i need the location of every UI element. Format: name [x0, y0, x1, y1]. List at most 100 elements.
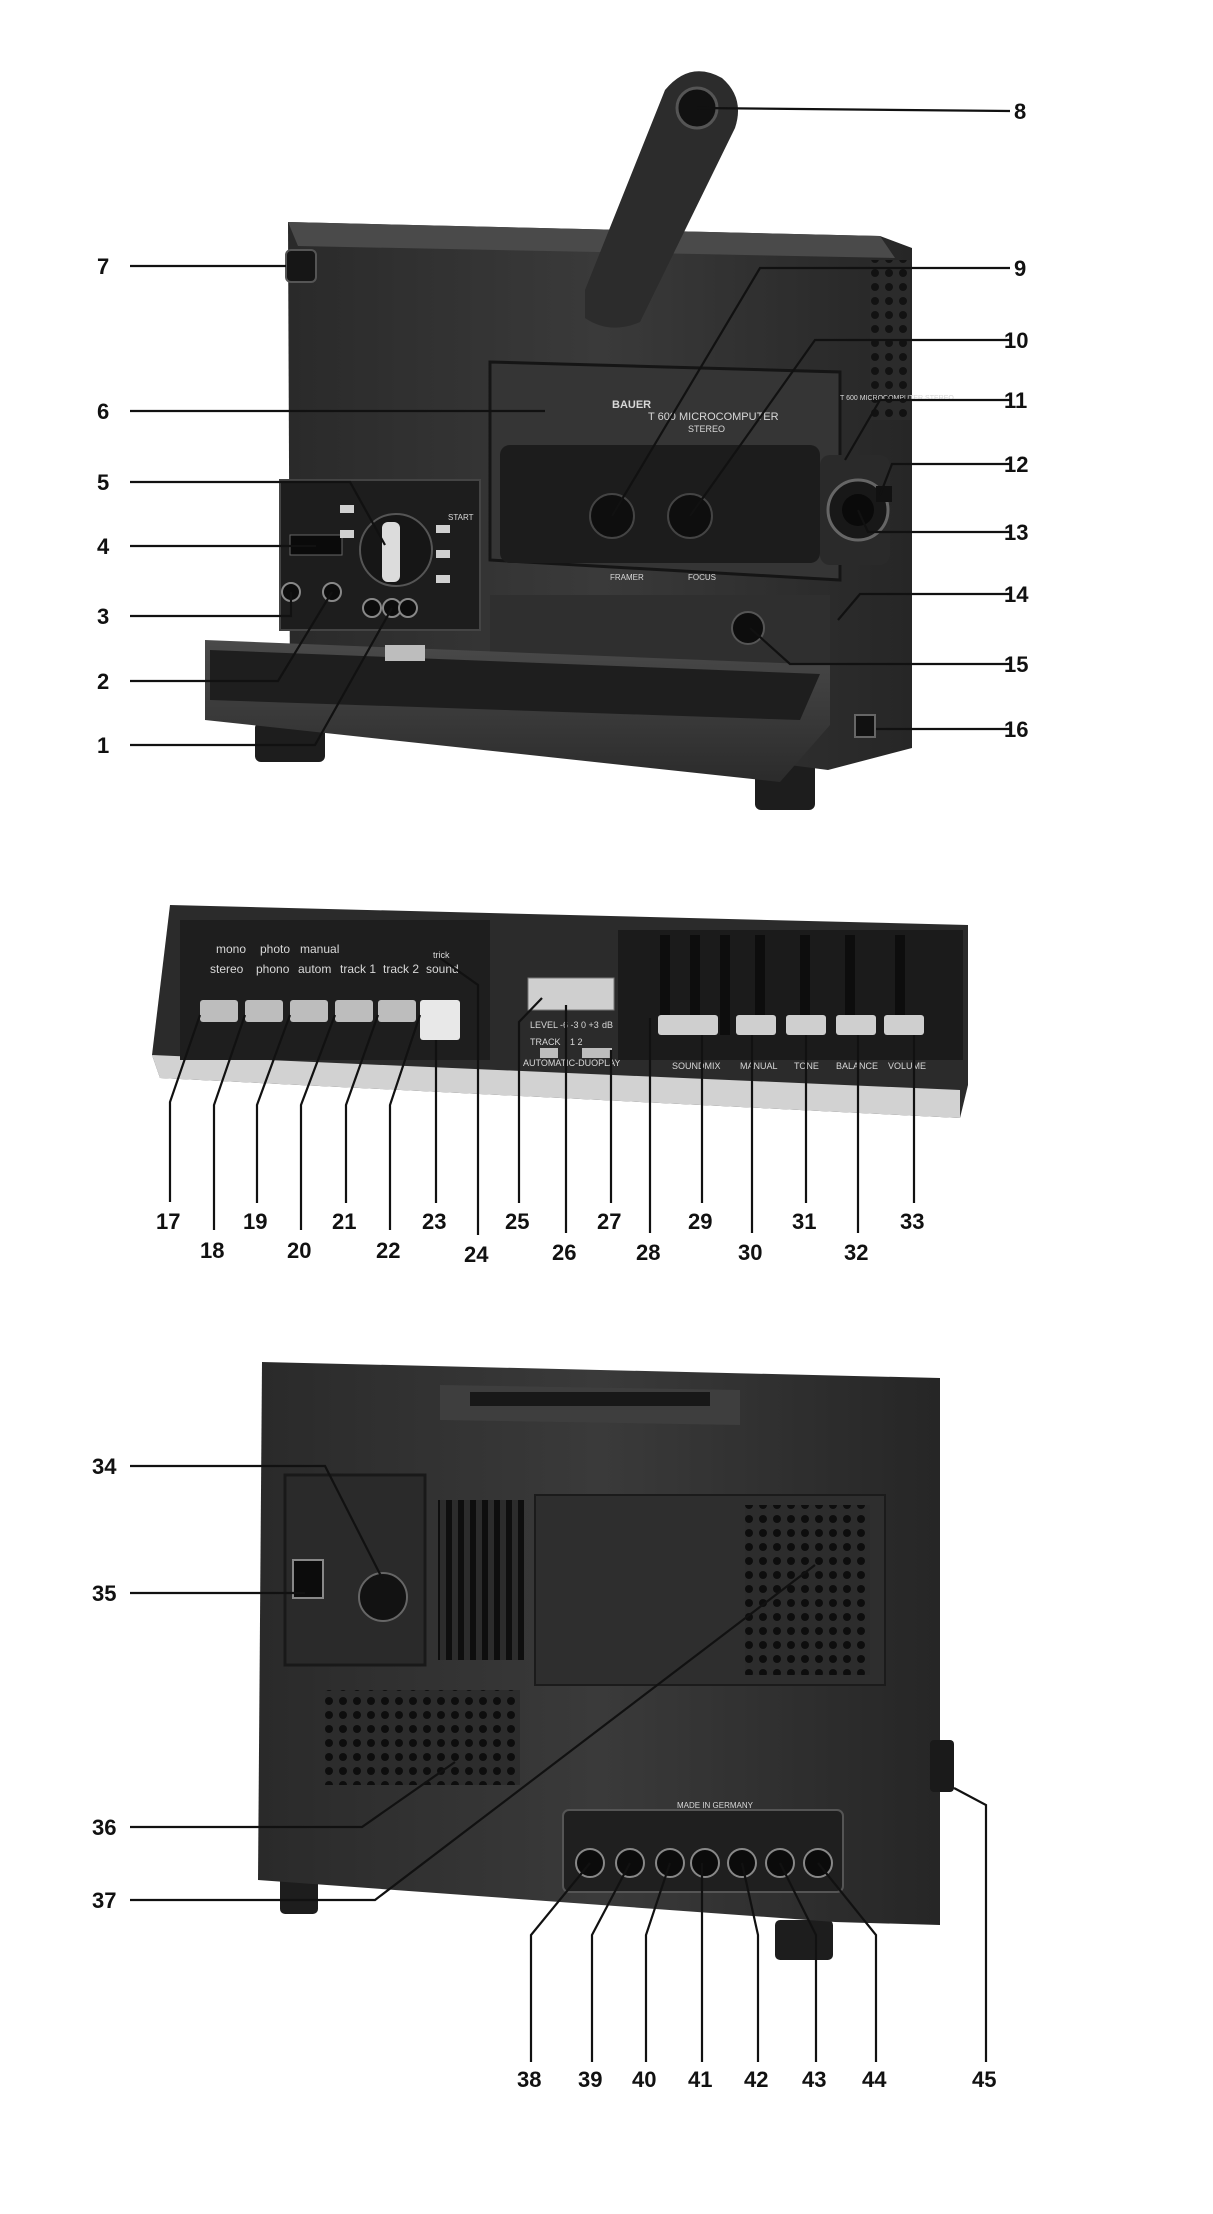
slider-tone: [786, 1015, 826, 1035]
leader-9: [611, 266, 1010, 517]
program-phono: phono: [256, 962, 290, 976]
callout-43: 43: [802, 2067, 826, 2092]
callout-2: 2: [97, 669, 109, 694]
callout-1: 1: [97, 733, 109, 758]
socket-41: [690, 1848, 720, 1878]
leader-5: [130, 480, 386, 546]
leader-3: [130, 592, 293, 618]
reel-arm: [585, 71, 739, 328]
callout-11: 11: [1004, 388, 1027, 413]
callout-13: 13: [1004, 520, 1028, 545]
program-button-2: [245, 1000, 283, 1022]
rear-side-switch: [930, 1740, 954, 1792]
program-button-4: [335, 1000, 373, 1022]
upper-speaker-grille: [745, 1505, 870, 1675]
model-label: T 600 MICROCOMPUTER: [648, 411, 779, 423]
slider-manual: [736, 1015, 776, 1035]
indicator-lamp-5: [436, 575, 450, 583]
scale-7: [895, 935, 905, 1035]
leader-11: [844, 398, 1010, 461]
callout-8: 8: [1014, 99, 1026, 124]
level-display: [527, 977, 615, 1011]
leader-8: [696, 106, 1011, 113]
panel-lip: [152, 1055, 960, 1118]
indicator-lamp-2: [340, 530, 354, 538]
leader-40: [644, 1862, 672, 2062]
leader-15: [749, 627, 1010, 666]
mixer-section: [618, 930, 963, 1060]
callout-7: 7: [97, 254, 109, 279]
leader-19: [255, 1014, 292, 1203]
leader-38: [529, 1862, 591, 2062]
front-foot-left: [255, 722, 325, 762]
callout-39: 39: [578, 2067, 602, 2092]
callout-33: 33: [900, 1209, 924, 1234]
variant-label: STEREO: [688, 424, 725, 434]
callout-6: 6: [97, 399, 109, 424]
manual-label: MANUAL: [740, 1061, 778, 1071]
callout-37: 37: [92, 1888, 116, 1913]
rear-handle-slot: [470, 1392, 710, 1406]
lower-speaker-grille: [325, 1690, 520, 1785]
callout-20: 20: [287, 1238, 311, 1263]
program-stereo: stereo: [210, 962, 244, 976]
callout-18: 18: [200, 1238, 224, 1263]
callout-28: 28: [636, 1240, 660, 1265]
side-knob: [285, 249, 317, 283]
power-switch: [854, 714, 876, 738]
leader-24: [439, 957, 480, 1235]
framer-label: FRAMER: [610, 573, 644, 582]
leader-21: [344, 1014, 380, 1203]
leader-42: [740, 1862, 760, 2062]
callout-15: 15: [1004, 652, 1028, 677]
leader-22: [388, 1014, 422, 1230]
lens-lever: [876, 486, 892, 502]
program-button-1: [200, 1000, 238, 1022]
callout-44: 44: [862, 2067, 887, 2092]
callout-42: 42: [744, 2067, 768, 2092]
leader-43: [779, 1862, 818, 2062]
tray-highlight-button: [385, 645, 425, 661]
callout-30: 30: [738, 1240, 762, 1265]
leader-lines: [130, 106, 1011, 2062]
scale-3: [720, 935, 730, 1035]
control-panel-view: mono photo manual trick stereo phono aut…: [152, 905, 968, 1118]
leader-2: [130, 591, 333, 683]
program-manual: manual: [300, 942, 339, 956]
callout-23: 23: [422, 1209, 446, 1234]
leader-25: [517, 997, 543, 1203]
lens-panel: [500, 445, 820, 563]
callout-41: 41: [688, 2067, 712, 2092]
callout-10: 10: [1004, 328, 1028, 353]
program-track-1: track 1: [340, 962, 376, 976]
indicator-lamp-1: [340, 505, 354, 513]
jack-5: [398, 598, 418, 618]
scale-5: [800, 935, 810, 1035]
program-photo: photo: [260, 942, 290, 956]
leader-34: [130, 1464, 384, 1581]
callout-31: 31: [792, 1209, 816, 1234]
leader-12: [878, 462, 1010, 496]
callout-36: 36: [92, 1815, 116, 1840]
callout-14: 14: [1004, 582, 1029, 607]
leader-45: [953, 1787, 988, 2062]
callout-12: 12: [1004, 452, 1028, 477]
program-button-6: [420, 1000, 460, 1040]
callout-19: 19: [243, 1209, 267, 1234]
indicator-lamp-4: [436, 550, 450, 558]
duoplay-label: AUTOMATIC-DUOPLAY: [523, 1058, 621, 1068]
selector-pointer: [382, 522, 400, 582]
leader-39: [590, 1862, 631, 2062]
soundmix-label: SOUNDMIX: [672, 1061, 721, 1071]
scale-6: [845, 935, 855, 1035]
callout-numbers: 1 2 3 4 5 6 7 8 9 10 11 12 13 14 15 16 1…: [92, 99, 1029, 2092]
indicator-lamp-3: [436, 525, 450, 533]
level-label: LEVEL: [530, 1020, 558, 1030]
callout-21: 21: [332, 1209, 356, 1234]
front-top: [288, 222, 895, 258]
db-label: dB: [602, 1020, 613, 1030]
leader-36: [130, 1761, 456, 1829]
callout-17: 17: [156, 1209, 180, 1234]
leader-18: [212, 1014, 247, 1230]
callout-27: 27: [597, 1209, 621, 1234]
